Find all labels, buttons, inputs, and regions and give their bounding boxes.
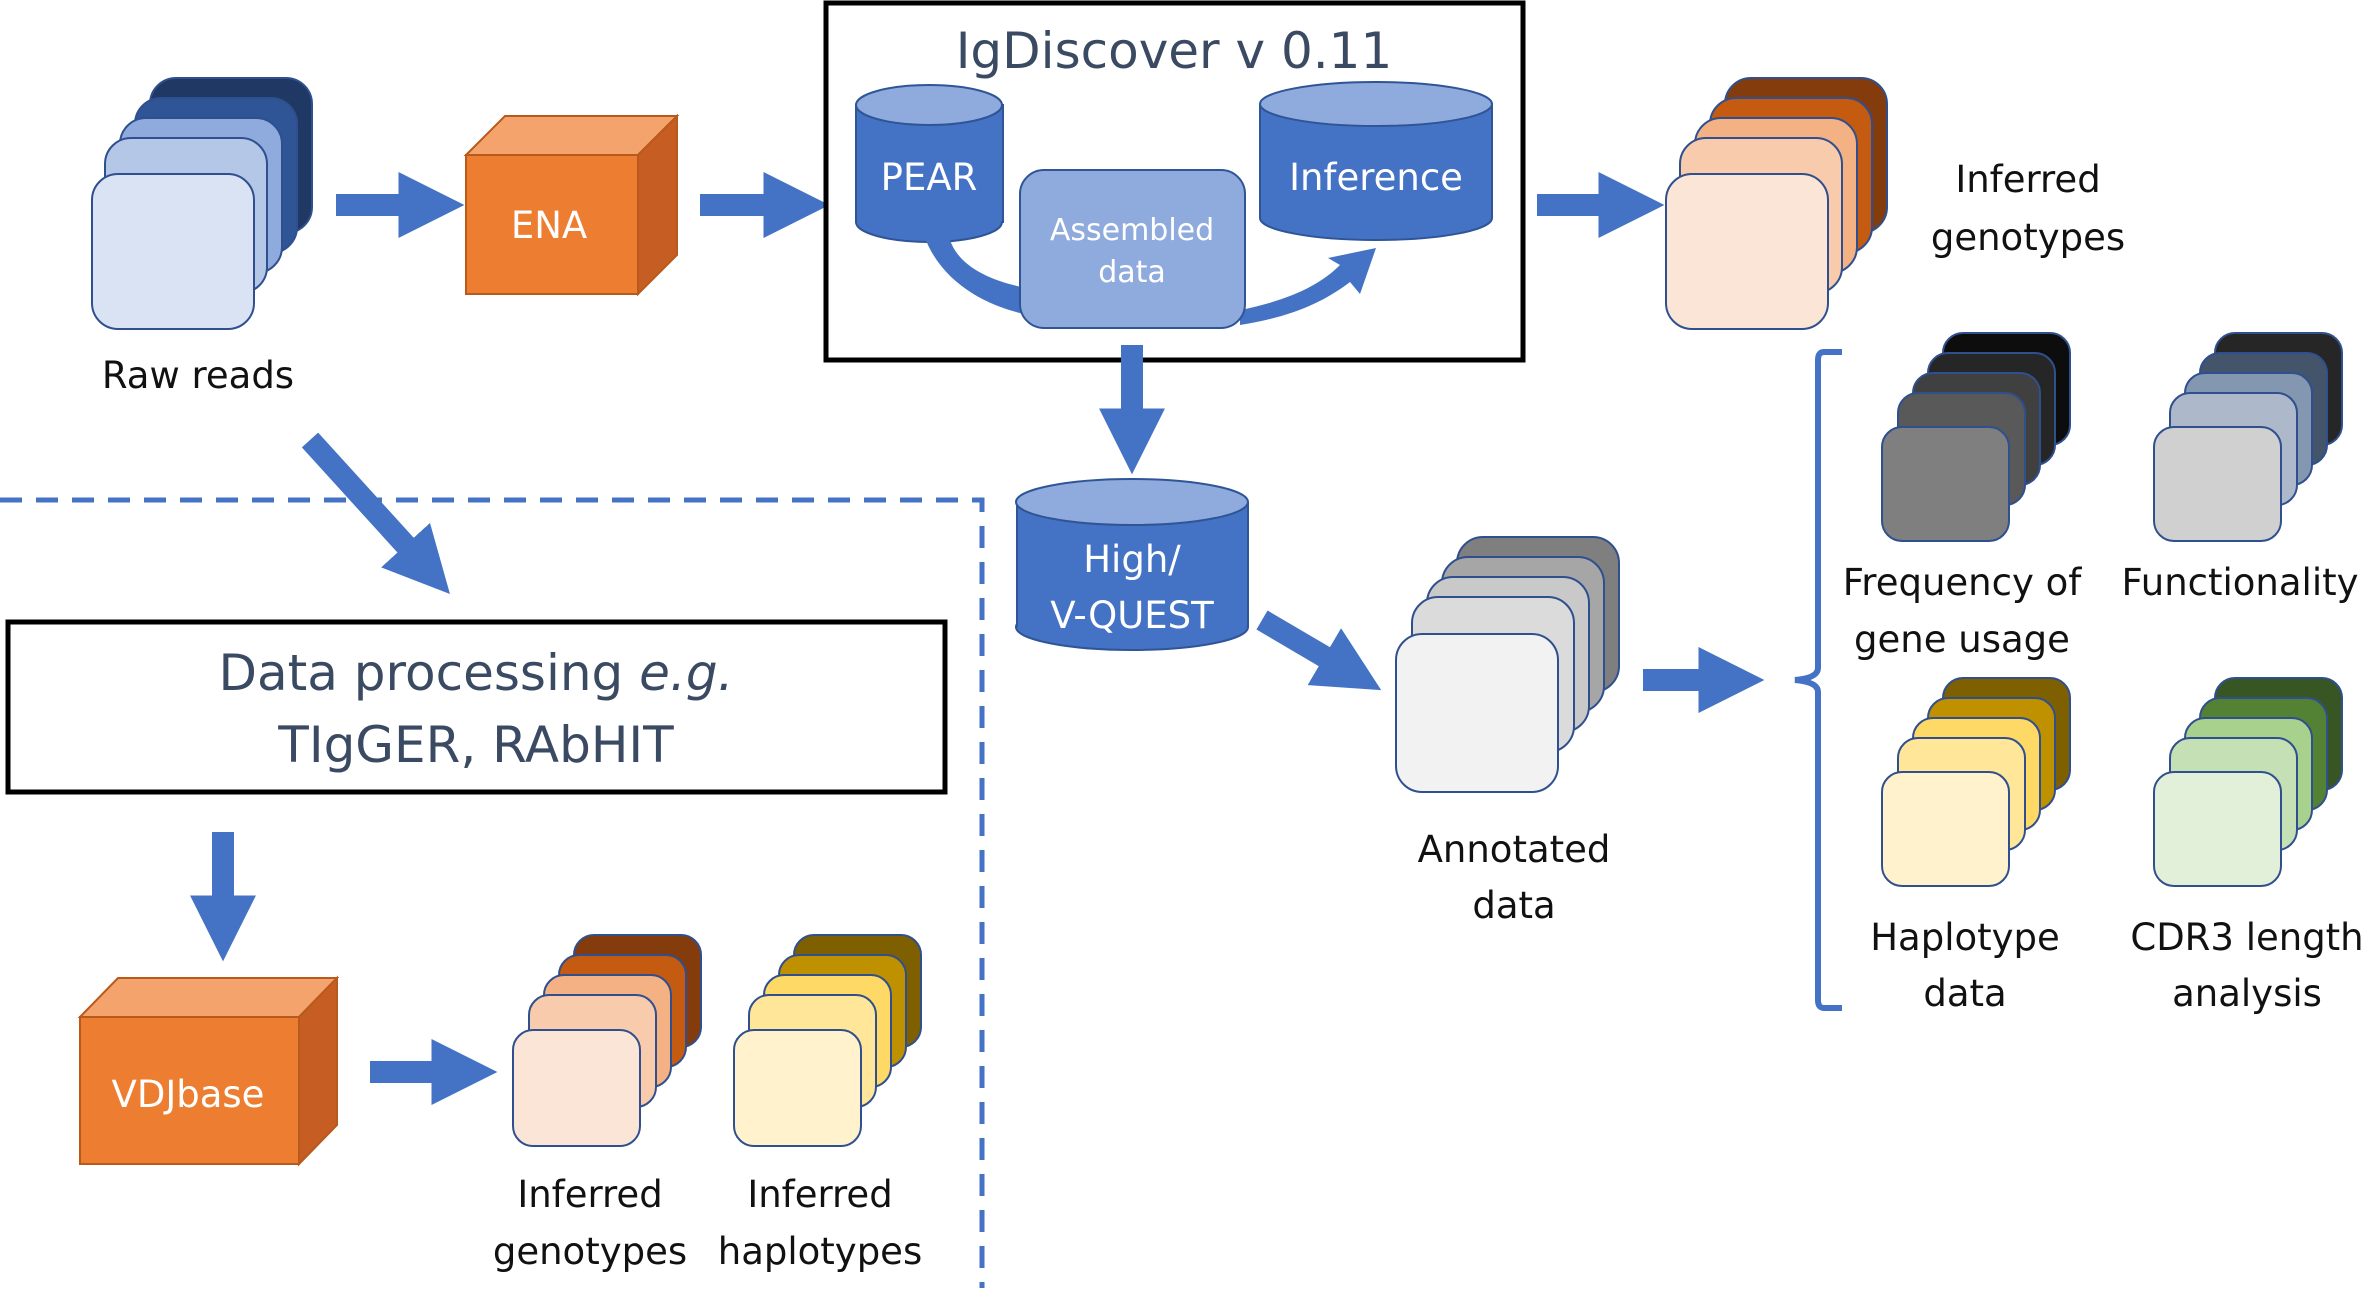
inferred-genotypes-stack (1665, 77, 1888, 330)
cdr3-card-5 (2153, 771, 2282, 887)
pear-cylinder (855, 84, 1004, 243)
vquest-label-line1: High/ (1083, 538, 1181, 581)
curved-arrow-assembled-to-inference (1240, 248, 1376, 325)
haplotype-stack (1881, 677, 2071, 887)
raw-reads-label: Raw reads (102, 354, 294, 397)
inferred-genotypes-label-line2: genotypes (1931, 216, 2125, 259)
vquest-cylinder (1015, 478, 1249, 651)
vdjbase-cube-top (77, 977, 340, 1018)
genotypes-card-5 (1665, 173, 1829, 330)
inference-cylinder (1259, 81, 1493, 241)
data-processing-box (5, 619, 948, 795)
functionality-stack (2153, 332, 2343, 542)
annotated-card-5 (1395, 633, 1559, 793)
raw-reads-stack (91, 77, 313, 330)
inferred-genotypes-label-line1: Inferred (1955, 158, 2100, 201)
haplotype-label-line2: data (1923, 972, 2006, 1015)
assembled-label-line1: Assembled (1050, 213, 1214, 248)
igdiscover-title: IgDiscover v 0.11 (956, 22, 1393, 80)
assembled-data-box (1019, 169, 1246, 329)
functionality-label: Functionality (2121, 561, 2358, 604)
arrow-vquest-to-annotated (1256, 610, 1382, 691)
bottom-genotypes-stack (512, 934, 702, 1147)
vdjbase-cube (77, 975, 340, 1167)
bottom-genotypes-card-5 (512, 1029, 641, 1147)
bottom-haplotypes-label-line2: haplotypes (718, 1230, 922, 1273)
raw-reads-card-5 (91, 173, 255, 330)
haplotype-card-5 (1881, 771, 2010, 887)
arrow-raw-to-processing (301, 432, 450, 594)
annotated-label-line2: data (1472, 884, 1555, 927)
dashed-separator (0, 497, 985, 1288)
data-processing-plain: Data processing (219, 644, 640, 702)
functionality-card-5 (2153, 426, 2282, 542)
bottom-genotypes-label-line1: Inferred (517, 1173, 662, 1216)
analyses-brace (1794, 349, 1842, 1011)
vquest-label-line2: V-QUEST (1050, 594, 1214, 637)
data-processing-line2: TIgGER, RAbHIT (277, 716, 674, 774)
data-processing-italic: e.g. (639, 644, 733, 702)
assembled-label-line2: data (1098, 255, 1166, 290)
pear-label: PEAR (881, 156, 978, 199)
frequency-label-line2: gene usage (1854, 618, 2070, 661)
annotated-data-stack (1395, 536, 1620, 793)
inference-label: Inference (1289, 156, 1463, 199)
ena-label: ENA (511, 204, 587, 247)
frequency-stack (1881, 332, 2071, 542)
data-processing-line1: Data processing e.g. (219, 644, 734, 702)
vdjbase-label: VDJbase (112, 1073, 265, 1116)
bottom-haplotypes-stack (733, 934, 922, 1147)
bottom-haplotypes-card-5 (733, 1029, 862, 1147)
annotated-label-line1: Annotated (1418, 828, 1611, 871)
haplotype-label-line1: Haplotype (1870, 916, 2060, 959)
frequency-label-line1: Frequency of (1843, 561, 2083, 604)
frequency-card-5 (1881, 426, 2010, 542)
cdr3-stack (2153, 677, 2343, 887)
cdr3-label-line2: analysis (2172, 972, 2322, 1015)
bottom-haplotypes-label-line1: Inferred (747, 1173, 892, 1216)
ena-cube-front (465, 154, 639, 295)
vdjbase-cube-front (79, 1016, 300, 1165)
ena-cube (463, 113, 680, 297)
bottom-genotypes-label-line2: genotypes (493, 1230, 687, 1273)
cdr3-label-line1: CDR3 length (2130, 916, 2362, 959)
curved-arrow-pear-to-assembled (925, 238, 1040, 315)
